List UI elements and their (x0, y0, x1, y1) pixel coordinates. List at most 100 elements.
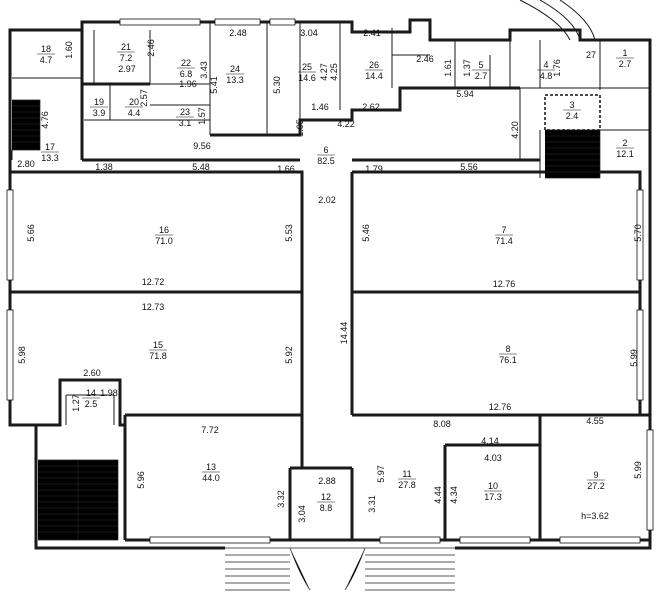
room-area: 3.1 (179, 118, 192, 128)
room-number: 6 (323, 145, 328, 155)
dim-text: 2.46 (146, 39, 156, 57)
room-area: 71.8 (149, 351, 167, 361)
dim-text: 7.72 (201, 425, 219, 435)
dim-text: 2.02 (318, 195, 336, 205)
room-area: 27.8 (398, 480, 416, 490)
dim-text: 1.05 (295, 119, 305, 137)
room-area: 6.8 (180, 69, 193, 79)
room-label-7: 771.4 (495, 225, 513, 246)
dim-text: 5.99 (633, 461, 643, 479)
room-number: 25 (302, 62, 312, 72)
dim-text: 4.22 (337, 119, 355, 129)
room-label-22: 226.8 (177, 58, 195, 79)
dim-text: 1.79 (365, 164, 383, 174)
room-labels: 12.7212.132.444.852.7682.5771.4876.1927.… (37, 42, 634, 513)
dim-text: 1.76 (552, 59, 562, 77)
stair-left-top (12, 99, 41, 151)
stair-entrance (225, 547, 455, 591)
room-area: 44.0 (202, 473, 220, 483)
dim-text: 1.96 (179, 79, 197, 89)
dim-text: 1.27 (71, 394, 81, 412)
room-area: 13.3 (226, 75, 244, 85)
stair-right (544, 94, 601, 179)
dim-text: 2.62 (362, 102, 380, 112)
dim-text: 5.66 (26, 224, 36, 242)
room-number: 7 (501, 225, 506, 235)
room-area: 2.7 (475, 71, 488, 81)
room-number: 8 (505, 344, 510, 354)
room-label-23: 233.1 (176, 107, 194, 128)
room-label-8: 876.1 (499, 344, 517, 365)
room-area: 14.4 (365, 71, 383, 81)
room-number: 5 (478, 60, 483, 70)
room-area: 71.4 (495, 236, 513, 246)
dim-text: 2.80 (17, 159, 35, 169)
room-number: 2 (622, 138, 627, 148)
room-area: 12.1 (616, 149, 634, 159)
room-number: 17 (45, 142, 55, 152)
stair-left-bottom (38, 459, 119, 541)
dim-text: 4.55 (586, 416, 604, 426)
room-label-18: 184.7 (37, 44, 55, 65)
dimension-labels: 2.48 3.04 2.41 2.46 1.61 1.37 1.76 5.94 … (17, 28, 643, 523)
dim-text: 4.34 (449, 486, 459, 504)
room-area: 2.4 (566, 111, 579, 121)
room-label-27: 27 (586, 50, 596, 60)
room-label-6: 682.5 (317, 145, 335, 166)
room-label-19: 193.9 (90, 97, 108, 118)
dim-text: 1.37 (462, 59, 472, 77)
room-number: 1 (622, 48, 627, 58)
dim-text: 2.60 (83, 368, 101, 378)
room-number: 3 (569, 100, 574, 110)
dim-text: 12.76 (493, 279, 516, 289)
room-number: 26 (369, 60, 379, 70)
room-area: 8.8 (320, 503, 333, 513)
room-label-14: 142.5 (82, 388, 100, 409)
room-number: 11 (402, 469, 411, 479)
dim-text: 5.41 (209, 76, 219, 94)
ceiling-height-label: h=3.62 (581, 511, 609, 521)
dim-text: 4.27 (319, 63, 329, 81)
dim-text: 4.20 (510, 121, 520, 139)
room-label-4: 44.8 (537, 60, 555, 81)
room-label-21: 217.2 (117, 42, 135, 63)
room-label-2: 212.1 (616, 138, 634, 159)
room-area: 7.2 (120, 53, 133, 63)
room-area: 17.3 (484, 492, 502, 502)
dim-text: 2.48 (229, 28, 247, 38)
dim-text: 4.03 (484, 453, 502, 463)
dim-text: 2.88 (318, 476, 336, 486)
dim-text: 3.04 (297, 505, 307, 523)
dim-text: 1.66 (277, 164, 295, 174)
room-number: 20 (129, 97, 139, 107)
dim-text: 1.98 (100, 388, 118, 398)
room-label-3: 32.4 (563, 100, 581, 121)
room-number: 16 (159, 225, 169, 235)
dim-text: 1.60 (64, 41, 74, 59)
room-number: 18 (41, 44, 51, 54)
room-area: 2.7 (619, 59, 632, 69)
room-area: 3.9 (93, 108, 106, 118)
dim-text: 2.46 (416, 54, 434, 64)
room-number: 22 (181, 58, 191, 68)
service-block-walls (12, 22, 650, 178)
dim-text: 12.72 (142, 277, 165, 287)
dim-text: 1.38 (95, 162, 113, 172)
room-number: 23 (180, 107, 190, 117)
room-area: 4.7 (40, 55, 53, 65)
dim-text: 5.48 (192, 162, 210, 172)
dim-text: 12.76 (489, 402, 512, 412)
room-number: 4 (543, 60, 548, 70)
room-area: 76.1 (499, 355, 517, 365)
room-area: 14.6 (298, 73, 316, 83)
dim-text: 3.31 (367, 495, 377, 513)
